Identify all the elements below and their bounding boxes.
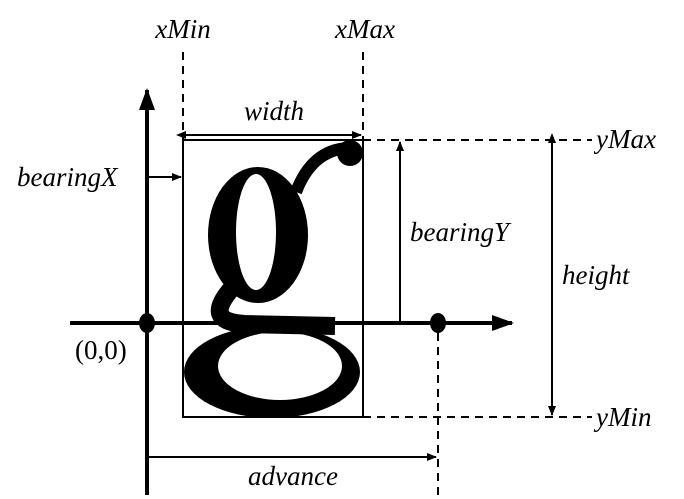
glyph-upper-bowl xyxy=(208,167,308,303)
bounding-box xyxy=(182,139,364,418)
ymax-label: yMax xyxy=(593,124,656,154)
height-label: height xyxy=(562,260,631,290)
guide-lines xyxy=(182,52,592,499)
origin-dot xyxy=(139,313,155,333)
origin-label: (0,0) xyxy=(75,335,127,365)
advance-label: advance xyxy=(248,461,338,491)
glyph-ear-terminal xyxy=(337,140,363,166)
ymin-label: yMin xyxy=(593,402,651,432)
xmin-label: xMin xyxy=(154,14,210,44)
glyph-lower-loop xyxy=(183,325,361,419)
glyph-g xyxy=(183,140,363,419)
bearing-x-label: bearingX xyxy=(17,162,119,192)
width-label: width xyxy=(244,96,304,126)
advance-dot xyxy=(430,313,446,333)
bearing-y-label: bearingY xyxy=(410,217,512,247)
xmax-label: xMax xyxy=(334,14,395,44)
